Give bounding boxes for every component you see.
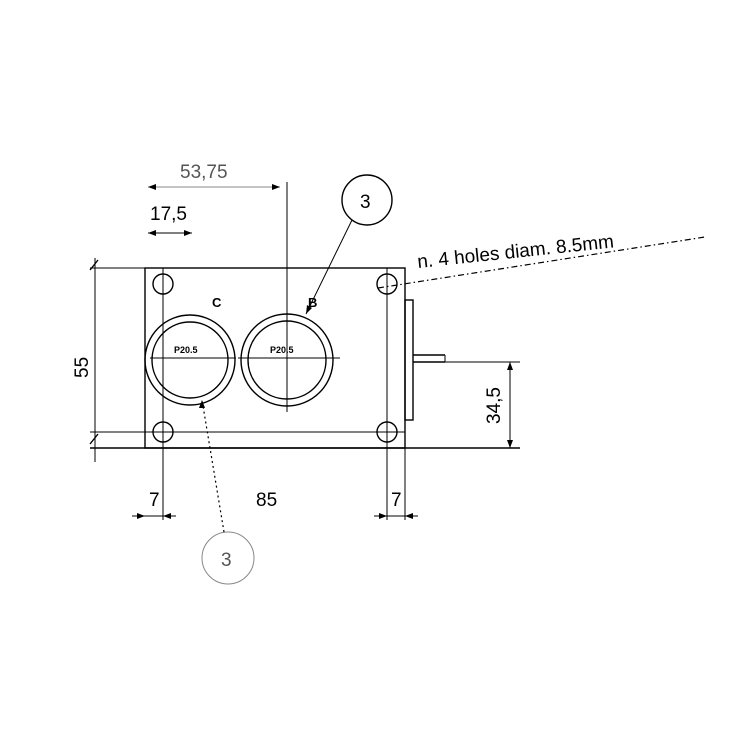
callout-top-text: 3 <box>360 192 371 213</box>
port-c-thread: P20.5 <box>174 345 198 355</box>
dim-55: 55 <box>72 258 145 462</box>
callout-bottom-text: 3 <box>221 550 232 571</box>
dim-17-5-text: 17,5 <box>150 204 187 225</box>
dim-53-75-text: 53,75 <box>180 162 228 183</box>
dim-34-5: 34,5 <box>445 361 520 448</box>
dim-53-75: 53,75 <box>148 162 280 190</box>
port-b-label: B <box>308 295 317 310</box>
dim-7-right-text: 7 <box>391 490 402 511</box>
holes-note: n. 4 holes diam. 8.5mm <box>377 231 706 289</box>
dim-17-5: 17,5 <box>148 204 192 236</box>
dim-bottom: 7 85 7 <box>132 448 418 520</box>
dim-7-left-text: 7 <box>149 490 160 511</box>
mounting-holes <box>152 268 398 520</box>
port-b: B P20.5 <box>238 295 340 407</box>
callout-top: 3 <box>305 174 393 315</box>
dim-55-text: 55 <box>72 357 93 378</box>
port-c-label: C <box>212 295 222 310</box>
port-b-thread: P20.5 <box>270 345 294 355</box>
dim-85-text: 85 <box>256 490 277 511</box>
callout-bottom: 3 <box>199 399 255 585</box>
dim-34-5-text: 34,5 <box>484 387 505 424</box>
port-c: C P20.5 <box>144 295 236 406</box>
